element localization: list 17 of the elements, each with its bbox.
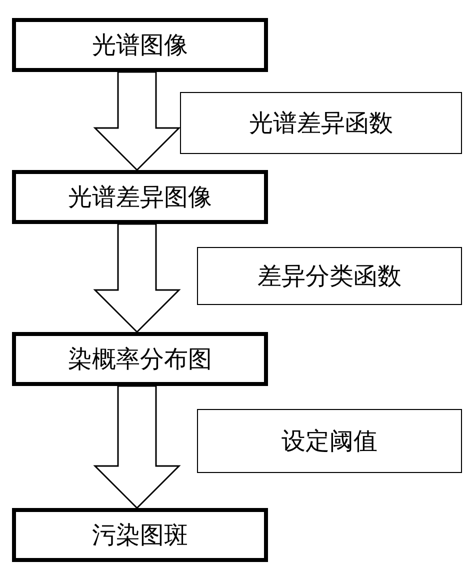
node-text: 设定阈值 xyxy=(282,428,378,457)
hollow-arrow xyxy=(93,385,181,510)
process-box xyxy=(12,332,268,386)
node-text: 染概率分布图 xyxy=(68,346,212,375)
node-text: 污染图斑 xyxy=(92,522,188,551)
process-box xyxy=(12,508,268,562)
hollow-arrow xyxy=(93,71,181,172)
node-text: 光谱图像 xyxy=(92,32,188,61)
function-box xyxy=(197,409,462,473)
node-text: 光谱差异图像 xyxy=(68,184,212,213)
process-box xyxy=(12,18,268,72)
node-text: 差异分类函数 xyxy=(258,263,402,292)
node-text: 光谱差异函数 xyxy=(249,110,393,139)
process-box xyxy=(12,170,268,224)
hollow-arrow xyxy=(93,223,181,334)
function-box xyxy=(180,92,462,154)
function-box xyxy=(197,247,462,305)
